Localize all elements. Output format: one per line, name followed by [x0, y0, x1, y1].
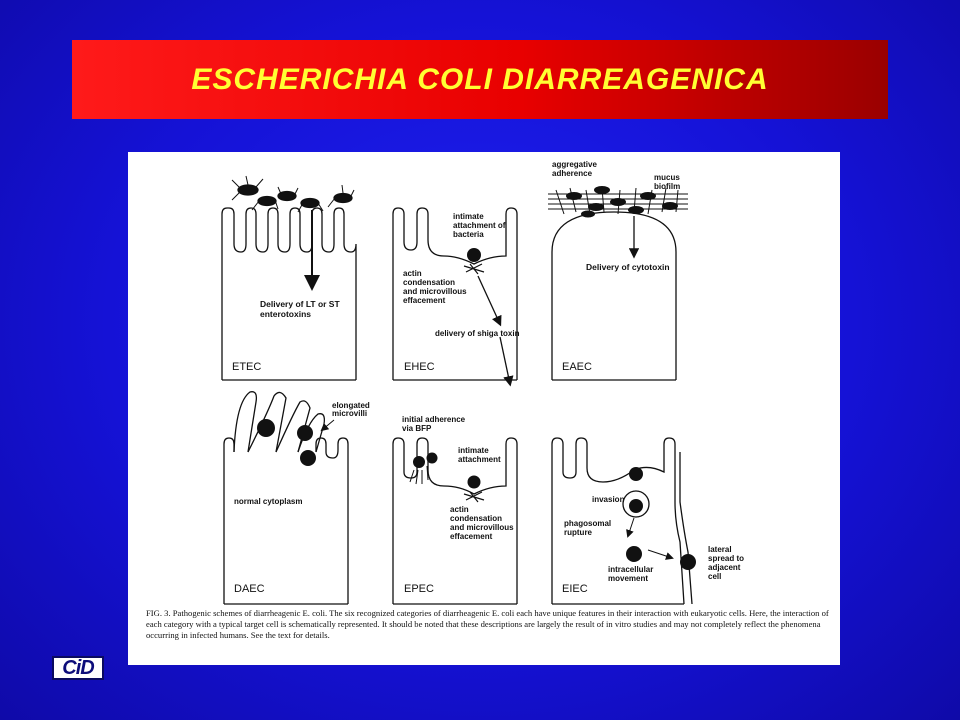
pathogenic-schemes-figure: Delivery of LT or ST enterotoxins ETEC i… [128, 152, 840, 665]
etec-label-1: Delivery of LT or ST [260, 299, 340, 309]
cid-logo-text: CiD [62, 656, 94, 679]
slide-title: ESCHERICHIA COLI DIARREAGENICA [191, 62, 769, 96]
ehec-actin-3: and microvillous [403, 287, 467, 296]
ehec-actin-2: condensation [403, 278, 455, 287]
epec-cell [392, 437, 518, 605]
ehec-intimate-1: intimate [453, 212, 484, 221]
epec-category: EPEC [404, 583, 434, 595]
eaec-mucus-1: mucus [654, 173, 680, 182]
daec-elongated-1: elongated [332, 401, 370, 410]
cid-logo: CiD [52, 656, 104, 680]
daec-cytoplasm-label: normal cytoplasm [234, 497, 302, 506]
ehec-actin-1: actin [403, 269, 422, 278]
eaec-cytotoxin-label: Delivery of cytotoxin [586, 262, 670, 272]
eaec-aggregative-1: aggregative [552, 160, 597, 169]
etec-label-2: enterotoxins [260, 309, 311, 319]
etec-bacteria [231, 175, 355, 213]
epec-actin-1: actin [450, 505, 469, 514]
epec-actin-3: and microvillous [450, 523, 514, 532]
eiec-invasion: invasion [592, 495, 625, 504]
eiec-lateral-3: adjacent [708, 563, 741, 572]
eiec-category: EIEC [562, 583, 588, 595]
ehec-category: EHEC [404, 361, 435, 373]
epec-bacteria [409, 452, 485, 503]
ehec-shiga-label: delivery of shiga toxin [435, 329, 520, 338]
daec-elongated-2: microvilli [332, 409, 367, 418]
eaec-bacteria [566, 186, 678, 218]
ehec-bacterium [463, 248, 485, 275]
eiec-bacteria [626, 467, 696, 570]
eiec-lateral-4: cell [708, 572, 721, 581]
epec-initial-2: via BFP [402, 424, 432, 433]
eaec-category: EAEC [562, 361, 592, 373]
eiec-intracellular-2: movement [608, 574, 648, 583]
title-banner: ESCHERICHIA COLI DIARREAGENICA [72, 40, 888, 119]
eaec-cell [551, 211, 677, 381]
eiec-phagosomal-1: phagosomal [564, 519, 611, 528]
daec-category: DAEC [234, 583, 265, 595]
epec-intimate-2: attachment [458, 455, 501, 464]
etec-category: ETEC [232, 361, 261, 373]
eiec-lateral-2: spread to [708, 554, 744, 563]
daec-bacteria [257, 419, 316, 466]
epec-initial-1: initial adherence [402, 415, 466, 424]
ehec-cell [392, 207, 518, 381]
diagram-canvas: Delivery of LT or ST enterotoxins ETEC i… [221, 160, 744, 605]
eaec-aggregative-2: adherence [552, 169, 593, 178]
eiec-intracellular-1: intracellular [608, 565, 653, 574]
epec-actin-2: condensation [450, 514, 502, 523]
etec-cell [221, 207, 357, 381]
eiec-arrows [626, 517, 674, 560]
epec-intimate-1: intimate [458, 446, 489, 455]
eiec-phagosomal-2: rupture [564, 528, 593, 537]
ehec-intimate-2: attachment of [453, 221, 506, 230]
eiec-cell [551, 437, 693, 605]
ehec-actin-4: effacement [403, 296, 446, 305]
ehec-intimate-3: bacteria [453, 230, 484, 239]
eaec-mucus-2: biofilm [654, 182, 680, 191]
figure-caption: FIG. 3. Pathogenic schemes of diarrheage… [146, 608, 829, 640]
eiec-lateral-1: lateral [708, 545, 732, 554]
epec-actin-4: effacement [450, 532, 493, 541]
